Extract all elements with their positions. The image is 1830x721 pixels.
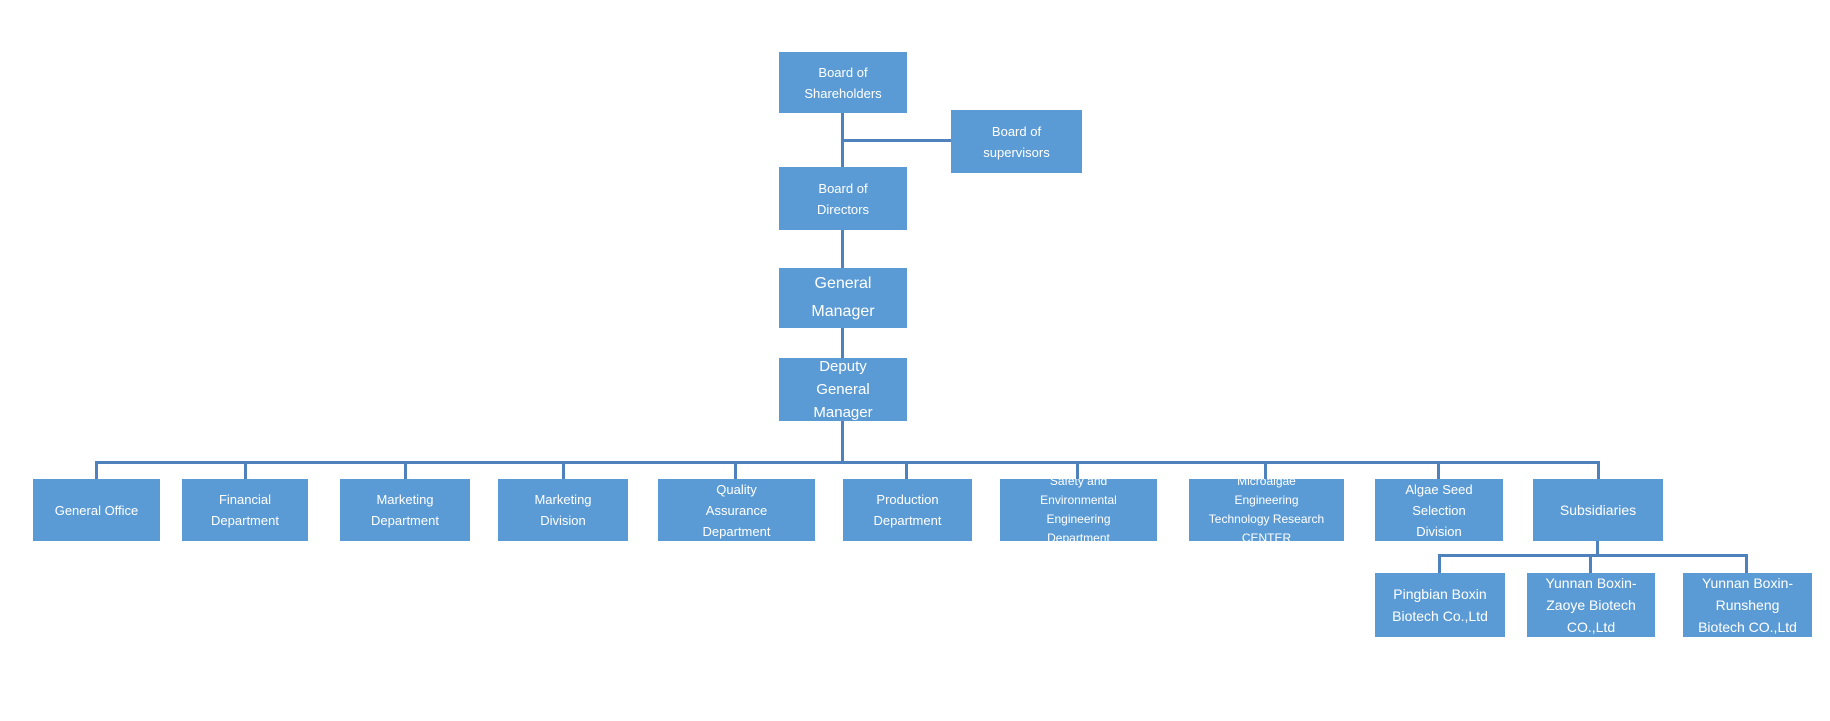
connector-tick-microalgae: [1264, 461, 1267, 479]
node-yunnan-boxin-runsheng-biotech[interactable]: Yunnan Boxin- Runsheng Biotech CO.,Ltd: [1683, 573, 1812, 637]
connector-branch-supervisors: [841, 139, 951, 142]
connector-tick-quality: [734, 461, 737, 479]
node-deputy-general-manager[interactable]: Deputy General Manager: [779, 358, 907, 421]
node-board-of-shareholders[interactable]: Board of Shareholders: [779, 52, 907, 113]
connector-tick-production: [905, 461, 908, 479]
node-yunnan-boxin-zaoye-biotech[interactable]: Yunnan Boxin- Zaoye Biotech CO.,Ltd: [1527, 573, 1655, 637]
connector-deputy-trunk: [841, 421, 844, 464]
connector-tick-financial: [244, 461, 247, 479]
node-microalgae-engineering-technology-research-center[interactable]: Microalgae Engineering Technology Resear…: [1189, 479, 1344, 541]
connector-main-bus: [95, 461, 1600, 464]
node-board-of-supervisors[interactable]: Board of supervisors: [951, 110, 1082, 173]
connector-tick-algae-seed: [1437, 461, 1440, 479]
connector-tick-marketing-division: [562, 461, 565, 479]
connector-tick-safety: [1076, 461, 1079, 479]
node-production-department[interactable]: Production Department: [843, 479, 972, 541]
connector-gm-deputy: [841, 328, 844, 358]
connector-tick-subsidiaries: [1597, 461, 1600, 479]
node-financial-department[interactable]: Financial Department: [182, 479, 308, 541]
connector-subsidiaries-bus: [1438, 554, 1748, 557]
node-quality-assurance-department[interactable]: Quality Assurance Department: [658, 479, 815, 541]
connector-subsidiaries-trunk: [1596, 541, 1599, 557]
connector-directors-gm: [841, 230, 844, 268]
connector-tick-pingbian: [1438, 554, 1441, 573]
node-general-office[interactable]: General Office: [33, 479, 160, 541]
connector-tick-marketing-department: [404, 461, 407, 479]
node-general-manager[interactable]: General Manager: [779, 268, 907, 328]
connector-tick-general-office: [95, 461, 98, 479]
connector-tick-zaoye: [1589, 554, 1592, 573]
node-marketing-department[interactable]: Marketing Department: [340, 479, 470, 541]
node-pingbian-boxin-biotech[interactable]: Pingbian Boxin Biotech Co.,Ltd: [1375, 573, 1505, 637]
connector-tick-runsheng: [1745, 554, 1748, 573]
node-marketing-division[interactable]: Marketing Division: [498, 479, 628, 541]
node-subsidiaries[interactable]: Subsidiaries: [1533, 479, 1663, 541]
node-algae-seed-selection-division[interactable]: Algae Seed Selection Division: [1375, 479, 1503, 541]
node-safety-environmental-engineering-department[interactable]: Safety and Environmental Engineering Dep…: [1000, 479, 1157, 541]
node-board-of-directors[interactable]: Board of Directors: [779, 167, 907, 230]
